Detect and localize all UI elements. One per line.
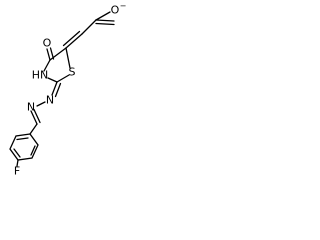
atom-n2: N — [27, 101, 35, 114]
benzene-inner-bond-3 — [30, 145, 36, 156]
bond-c1-o-double-a — [95, 19, 115, 22]
atom-s: S — [69, 66, 76, 79]
atom-nh: HN — [32, 69, 49, 82]
atom-o-top: O — [111, 4, 120, 17]
molecule-structure-diagram: O − O HN S N N F — [9, 2, 127, 178]
bond-c1-o-single — [95, 11, 111, 21]
bond-c2ring-n1-b — [54, 82, 62, 98]
bond-n1-n2 — [36, 101, 46, 107]
bond-c4-o-a — [46, 48, 51, 61]
bond-c1-o-double-b — [95, 22, 115, 26]
benzene-inner-bond-1 — [16, 137, 29, 141]
bond-c4-o-b — [49, 47, 55, 60]
bond-c2-c5-a — [65, 33, 83, 49]
bond-c4-n3 — [43, 59, 51, 72]
bond-c2ring-n1-a — [51, 81, 58, 96]
bond-c2-c5-b — [62, 30, 81, 47]
bond-s-c5 — [65, 47, 71, 69]
bond-n3-c2ring — [47, 77, 58, 83]
atom-o-carbonyl: O — [43, 37, 52, 50]
benzene-inner-bond-2 — [13, 148, 21, 158]
atom-o-charge: − — [120, 2, 127, 11]
bond-c2ring-s — [56, 74, 70, 83]
bond-c1-c2 — [81, 19, 97, 35]
bond-ch-ring — [29, 123, 38, 135]
bond-c-f — [16, 159, 19, 167]
bond-n2-ch-a — [30, 110, 38, 125]
atom-f: F — [14, 165, 20, 178]
bond-n2-ch-b — [33, 108, 41, 124]
atom-n1: N — [46, 94, 54, 107]
